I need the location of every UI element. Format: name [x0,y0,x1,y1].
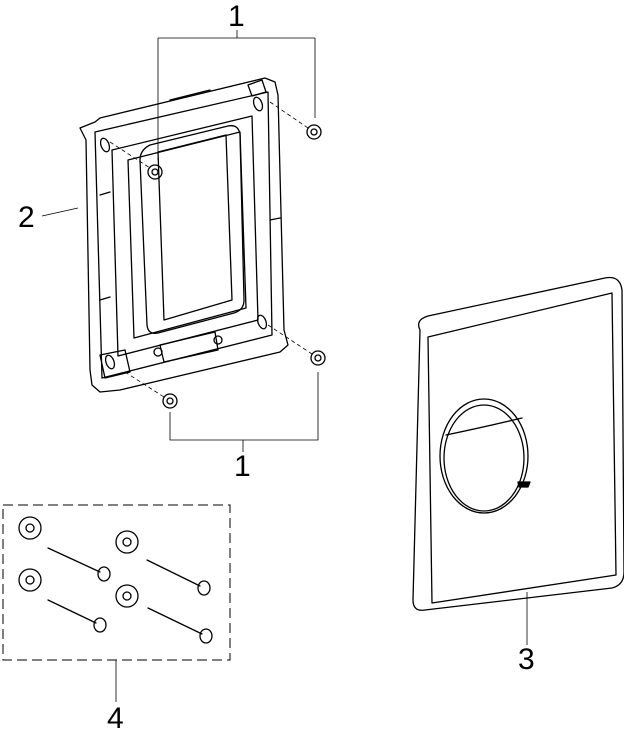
cover-plate [412,276,624,611]
callout-label-cover-plate: 3 [518,643,535,676]
mounting-frame [79,77,289,393]
callout-label-fixing-set: 4 [107,702,124,735]
callout-label-mounting-frame: 2 [18,201,35,234]
callout-label-screws-top: 1 [228,0,245,33]
screws [109,101,326,409]
fixing-set [2,504,231,661]
callout-label-screws-bottom: 1 [234,450,251,483]
callout-lines [41,30,528,702]
